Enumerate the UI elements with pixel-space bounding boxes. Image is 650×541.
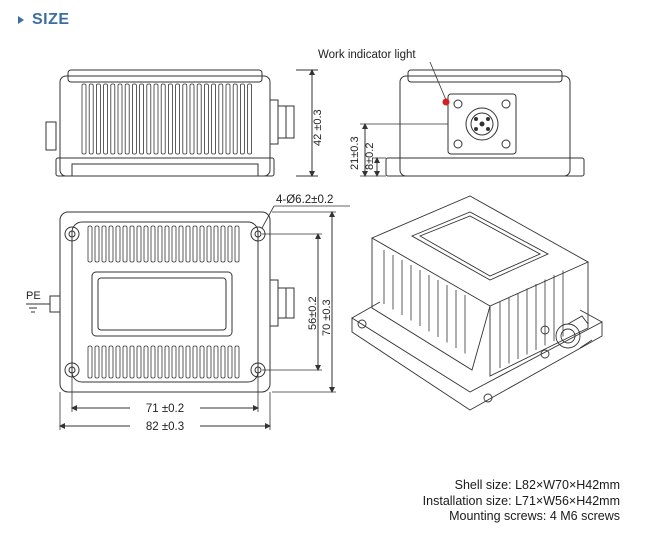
cooling-fin bbox=[232, 83, 238, 155]
cooling-fin bbox=[213, 345, 219, 379]
cooling-fin bbox=[131, 83, 137, 155]
cooling-fin bbox=[94, 345, 100, 379]
dim-height-total: 42 ±0.3 bbox=[312, 109, 324, 146]
mounting-screws: Mounting screws: 4 M6 screws bbox=[449, 509, 620, 523]
cooling-fin bbox=[199, 345, 205, 379]
cooling-fin bbox=[110, 83, 116, 155]
cooling-fin bbox=[157, 225, 163, 263]
dim-inner-width: 71 ±0.2 bbox=[146, 403, 184, 415]
cooling-fin bbox=[153, 83, 159, 155]
cooling-fin bbox=[139, 83, 145, 155]
pe-label: PE bbox=[26, 290, 41, 302]
cooling-fin bbox=[81, 83, 87, 155]
cooling-fin bbox=[108, 225, 114, 263]
cooling-fin bbox=[189, 83, 195, 155]
section-header: SIZE bbox=[18, 11, 70, 29]
specifications: Shell size: L82×W70×H42mm Installation s… bbox=[423, 478, 620, 525]
shell-size: Shell size: L82×W70×H42mm bbox=[454, 478, 620, 492]
front-view bbox=[45, 69, 318, 177]
installation-size: Installation size: L71×W56×H42mm bbox=[422, 493, 620, 508]
cooling-fin bbox=[234, 225, 240, 263]
cooling-fin bbox=[192, 225, 198, 263]
cooling-fin bbox=[196, 83, 202, 155]
cooling-fin bbox=[225, 83, 231, 155]
cooling-fin bbox=[164, 345, 170, 379]
cooling-fin bbox=[182, 83, 188, 155]
dim-base-height: 8±0.2 bbox=[364, 143, 376, 170]
cooling-fin bbox=[143, 345, 149, 379]
cooling-fin bbox=[96, 83, 101, 155]
cooling-fin bbox=[157, 345, 163, 379]
cooling-fin bbox=[227, 345, 233, 379]
triangle-bullet-icon bbox=[18, 16, 24, 24]
cooling-fin bbox=[122, 345, 128, 379]
cooling-fin bbox=[247, 83, 253, 155]
cooling-fin bbox=[220, 345, 226, 379]
cooling-fin bbox=[167, 83, 173, 155]
cooling-fin bbox=[203, 83, 209, 155]
cooling-fin bbox=[160, 83, 166, 155]
cooling-fin bbox=[88, 83, 94, 155]
cooling-fin bbox=[143, 225, 149, 263]
cooling-fin bbox=[103, 83, 108, 155]
cooling-fin bbox=[239, 83, 245, 155]
cooling-fin bbox=[87, 225, 93, 263]
cooling-fin bbox=[115, 345, 121, 379]
work-indicator-label: Work indicator light bbox=[318, 49, 416, 61]
cooling-fin bbox=[124, 83, 130, 155]
work-indicator-light-icon bbox=[442, 98, 450, 106]
cooling-fin bbox=[178, 225, 184, 263]
side-view bbox=[360, 61, 585, 177]
cooling-fin bbox=[136, 345, 142, 379]
cooling-fin bbox=[175, 83, 181, 155]
cooling-fin bbox=[220, 225, 226, 263]
cooling-fin bbox=[199, 225, 205, 263]
dim-hole-spec: 4-Ø6.2±0.2 bbox=[276, 194, 333, 206]
dimension-drawing: 42 ±0.3 Work indicator light 21±0.3 8±0.… bbox=[26, 49, 603, 433]
cooling-fin bbox=[206, 225, 212, 263]
cooling-fin bbox=[129, 345, 135, 379]
cooling-fin bbox=[206, 345, 212, 379]
dim-connector-height: 21±0.3 bbox=[349, 136, 361, 170]
dim-outer-width: 82 ±0.3 bbox=[146, 421, 184, 433]
cooling-fin bbox=[178, 345, 184, 379]
cooling-fin bbox=[146, 83, 152, 155]
cooling-fin bbox=[164, 225, 170, 263]
cooling-fin bbox=[117, 83, 123, 155]
cooling-fin bbox=[185, 345, 191, 379]
isometric-view bbox=[351, 195, 603, 411]
cooling-fin bbox=[87, 345, 93, 379]
cooling-fin bbox=[227, 225, 233, 263]
top-view bbox=[26, 205, 350, 430]
cooling-fin bbox=[185, 225, 191, 263]
cooling-fin bbox=[108, 345, 114, 379]
cooling-fin bbox=[211, 83, 217, 155]
cooling-fin bbox=[101, 225, 107, 263]
dim-outer-height: 70 ±0.3 bbox=[321, 299, 333, 336]
cooling-fin bbox=[115, 225, 121, 263]
cooling-fin bbox=[192, 345, 198, 379]
cooling-fin bbox=[129, 225, 135, 263]
cooling-fin bbox=[150, 345, 156, 379]
cooling-fin bbox=[136, 225, 142, 263]
cooling-fin bbox=[213, 225, 219, 263]
cooling-fin bbox=[101, 345, 107, 379]
cooling-fin bbox=[150, 225, 156, 263]
dim-inner-height: 56±0.2 bbox=[307, 296, 319, 330]
cooling-fin bbox=[171, 345, 177, 379]
cooling-fin bbox=[171, 225, 177, 263]
section-title: SIZE bbox=[32, 11, 70, 28]
cooling-fin bbox=[234, 345, 240, 379]
cooling-fin bbox=[218, 83, 224, 155]
cooling-fin bbox=[122, 225, 128, 263]
cooling-fin bbox=[94, 225, 100, 263]
